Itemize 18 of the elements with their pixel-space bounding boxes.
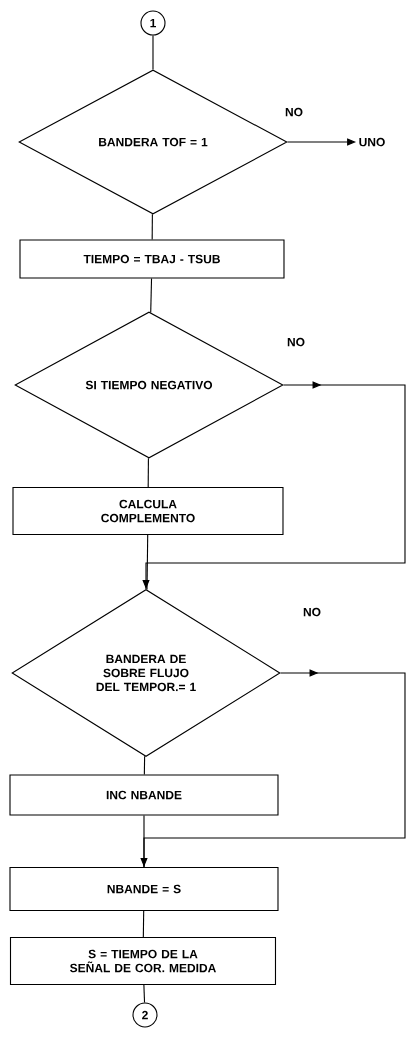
connector-line (147, 457, 149, 488)
process-box: TIEMPO = TBAJ - TSUB (19, 239, 285, 279)
connector-line (143, 815, 145, 868)
connector-line (143, 984, 146, 1003)
connector-line (151, 213, 153, 240)
connector-line (146, 534, 149, 591)
process-box: CALCULA COMPLEMENTO (12, 486, 284, 536)
connector-line (152, 35, 154, 70)
process-box: INC NBANDE (9, 774, 279, 816)
connector-line (142, 910, 145, 938)
connector-line (143, 755, 146, 775)
loop-arrow (142, 381, 406, 590)
connector-line (150, 278, 153, 313)
process-box: NBANDE = S (9, 866, 279, 912)
connector-label: UNO (359, 137, 385, 147)
process-box: S = TIEMPO DE LA SEÑAL DE COR. MEDIDA (9, 936, 277, 986)
edge-label: NO (286, 336, 306, 348)
edge-label: NO (302, 606, 322, 618)
